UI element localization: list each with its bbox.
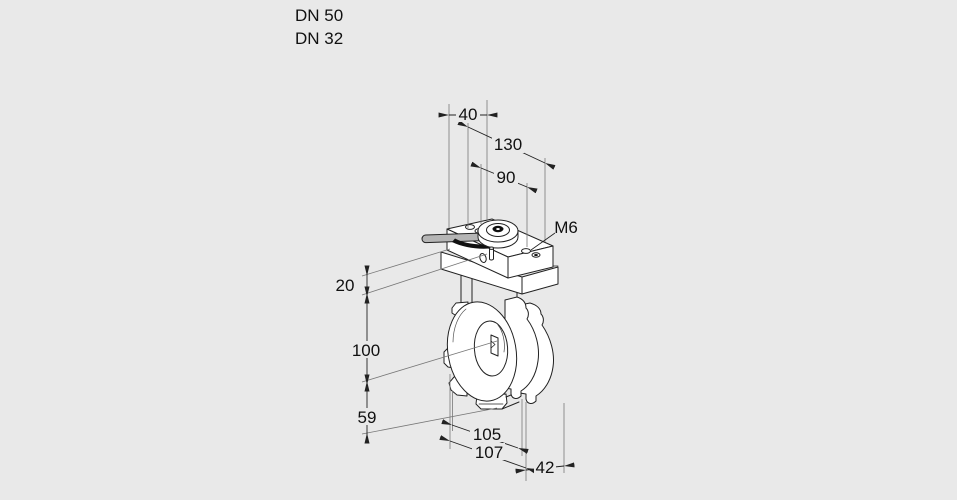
front-face-hole <box>479 253 487 263</box>
dim-label-backgrounds <box>350 106 556 475</box>
crank-arm <box>452 238 491 249</box>
dim-label-107: 107 <box>475 443 503 462</box>
dim-label-90: 90 <box>497 168 516 187</box>
labels: DN 50 DN 32 40 130 90 M6 20 100 59 105 1… <box>295 6 578 477</box>
m6-leader-line <box>530 232 556 251</box>
dim-label-130: 130 <box>494 135 522 154</box>
dim-label-42: 42 <box>536 458 555 477</box>
actuator-base-plate-right <box>521 266 559 295</box>
dimension-lines <box>364 112 575 474</box>
boss-pin <box>489 247 494 261</box>
valve-body <box>421 218 559 410</box>
dn-label-bottom: DN 32 <box>295 29 343 48</box>
dim-label-59: 59 <box>358 408 377 427</box>
dim-label-40: 40 <box>459 105 478 124</box>
disc-shaft <box>490 334 499 357</box>
dim-label-20: 20 <box>336 276 355 295</box>
dn-label-top: DN 50 <box>295 6 343 25</box>
dim-label-100: 100 <box>352 341 380 360</box>
dim-label-105: 105 <box>473 425 501 444</box>
mount-hole <box>465 224 475 230</box>
actuator-block-right <box>507 245 554 279</box>
m6-hole <box>521 248 531 254</box>
m6-label: M6 <box>554 218 578 237</box>
